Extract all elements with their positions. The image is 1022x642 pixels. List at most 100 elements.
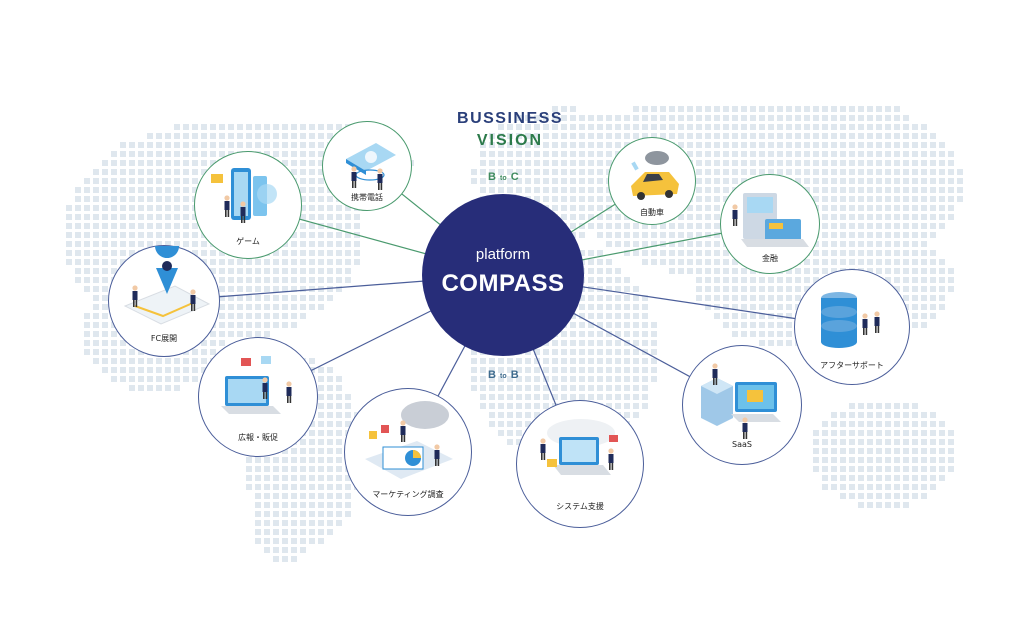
- map-dot: [588, 367, 594, 373]
- map-dot: [759, 286, 765, 292]
- map-dot: [570, 385, 576, 391]
- map-dot: [111, 331, 117, 337]
- map-dot: [741, 313, 747, 319]
- map-dot: [147, 223, 153, 229]
- map-dot: [948, 187, 954, 193]
- map-dot: [552, 124, 558, 130]
- map-dot: [651, 106, 657, 112]
- map-dot: [336, 277, 342, 283]
- map-dot: [885, 241, 891, 247]
- map-dot: [147, 142, 153, 148]
- map-dot: [543, 187, 549, 193]
- map-dot: [111, 223, 117, 229]
- map-dot: [507, 430, 513, 436]
- map-dot: [102, 232, 108, 238]
- map-dot: [768, 313, 774, 319]
- map-dot: [921, 430, 927, 436]
- map-dot: [309, 187, 315, 193]
- map-dot: [111, 187, 117, 193]
- map-dot: [822, 466, 828, 472]
- map-dot: [750, 115, 756, 121]
- map-dot: [705, 286, 711, 292]
- map-dot: [642, 106, 648, 112]
- map-dot: [498, 124, 504, 130]
- map-dot: [723, 142, 729, 148]
- map-dot: [813, 133, 819, 139]
- map-dot: [741, 169, 747, 175]
- map-dot: [192, 241, 198, 247]
- map-dot: [219, 340, 225, 346]
- map-dot: [318, 124, 324, 130]
- map-dot: [318, 259, 324, 265]
- map-dot: [498, 178, 504, 184]
- map-dot: [534, 358, 540, 364]
- map-dot: [858, 169, 864, 175]
- map-dot: [813, 142, 819, 148]
- map-dot: [588, 349, 594, 355]
- map-dot: [120, 223, 126, 229]
- map-dot: [75, 196, 81, 202]
- map-dot: [552, 349, 558, 355]
- map-dot: [750, 295, 756, 301]
- map-dot: [327, 520, 333, 526]
- map-dot: [237, 313, 243, 319]
- map-dot: [948, 286, 954, 292]
- map-dot: [264, 268, 270, 274]
- map-dot: [336, 250, 342, 256]
- map-dot: [174, 142, 180, 148]
- map-dot: [885, 475, 891, 481]
- map-dot: [300, 529, 306, 535]
- map-dot: [354, 223, 360, 229]
- map-dot: [111, 178, 117, 184]
- map-dot: [93, 349, 99, 355]
- map-dot: [768, 277, 774, 283]
- map-dot: [876, 133, 882, 139]
- map-dot: [498, 403, 504, 409]
- map-dot: [525, 142, 531, 148]
- map-dot: [867, 412, 873, 418]
- map-dot: [732, 304, 738, 310]
- map-dot: [921, 466, 927, 472]
- map-dot: [129, 214, 135, 220]
- map-dot: [318, 304, 324, 310]
- map-dot: [885, 205, 891, 211]
- map-dot: [93, 268, 99, 274]
- map-dot: [183, 376, 189, 382]
- map-dot: [624, 277, 630, 283]
- map-dot: [894, 268, 900, 274]
- map-dot: [840, 151, 846, 157]
- map-dot: [336, 493, 342, 499]
- map-dot: [498, 430, 504, 436]
- map-dot: [120, 358, 126, 364]
- map-dot: [930, 142, 936, 148]
- map-dot: [75, 277, 81, 283]
- map-dot: [570, 367, 576, 373]
- node-label-pr: 広報・販促: [238, 432, 278, 442]
- map-dot: [552, 358, 558, 364]
- map-dot: [606, 286, 612, 292]
- map-dot: [858, 475, 864, 481]
- map-dot: [192, 142, 198, 148]
- map-dot: [273, 322, 279, 328]
- map-dot: [588, 160, 594, 166]
- map-dot: [291, 484, 297, 490]
- map-dot: [561, 205, 567, 211]
- map-dot: [876, 205, 882, 211]
- map-dot: [714, 205, 720, 211]
- map-dot: [345, 214, 351, 220]
- map-dot: [183, 142, 189, 148]
- map-dot: [912, 196, 918, 202]
- map-dot: [858, 151, 864, 157]
- map-dot: [642, 313, 648, 319]
- map-dot: [642, 295, 648, 301]
- map-dot: [138, 169, 144, 175]
- map-dot: [849, 250, 855, 256]
- map-dot: [318, 133, 324, 139]
- map-dot: [921, 160, 927, 166]
- map-dot: [129, 196, 135, 202]
- map-dot: [732, 169, 738, 175]
- map-dot: [912, 457, 918, 463]
- map-dot: [831, 124, 837, 130]
- map-dot: [516, 142, 522, 148]
- map-dot: [642, 304, 648, 310]
